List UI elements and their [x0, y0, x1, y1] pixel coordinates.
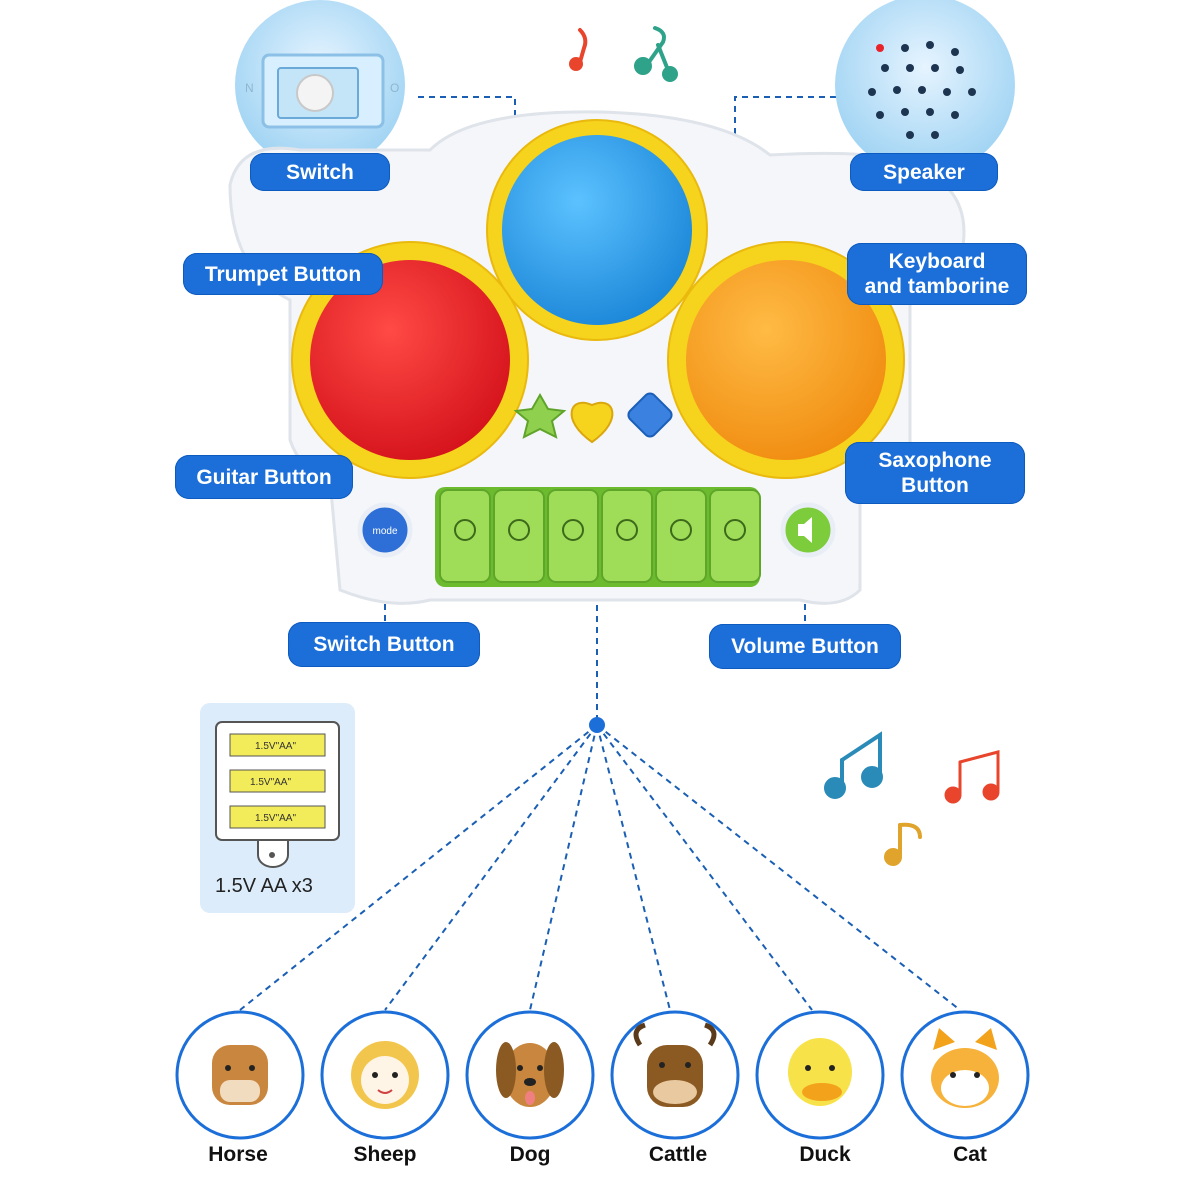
connector-hub-dot — [589, 717, 605, 733]
animal-icons — [175, 1010, 1030, 1140]
animal-label-duck: Duck — [799, 1143, 851, 1166]
piano-key-sheep[interactable] — [493, 489, 545, 583]
animal-label-sheep: Sheep — [353, 1143, 417, 1166]
keyboard-drum-button[interactable] — [686, 260, 886, 460]
animal-label-cattle: Cattle — [648, 1143, 708, 1166]
mode-button-label: mode — [372, 526, 397, 537]
battery-cell-label: 1.5V"AA" — [255, 813, 296, 824]
piano-key-horse[interactable] — [439, 489, 491, 583]
switch-inset: N O — [235, 0, 405, 170]
mode-button[interactable] — [357, 502, 413, 558]
switch-label: Switch — [250, 153, 390, 191]
piano-key-duck[interactable] — [655, 489, 707, 583]
saxophone-button-label: Saxophone Button — [845, 442, 1025, 504]
trumpet-button-label: Trumpet Button — [183, 253, 383, 295]
trumpet-button[interactable] — [570, 401, 614, 444]
speaker-inset — [835, 0, 1015, 175]
switch-knob — [296, 74, 334, 112]
animal-label-horse: Horse — [208, 1143, 268, 1166]
keyboard-label-line2: and tamborine — [864, 275, 1010, 298]
saxophone-label-line2: Button — [901, 474, 969, 497]
speaker-label: Speaker — [850, 153, 998, 191]
music-note-icon — [569, 26, 1000, 866]
battery-cell-label: 1.5V"AA" — [250, 777, 291, 788]
switch-letter-left: N — [245, 81, 254, 95]
guitar-button[interactable] — [513, 392, 567, 439]
piano-key-cattle[interactable] — [601, 489, 653, 583]
animal-label-cat: Cat — [953, 1143, 987, 1166]
saxophone-button[interactable] — [626, 391, 674, 439]
guitar-drum-button[interactable] — [310, 260, 510, 460]
speaker-grille-icon — [868, 41, 976, 139]
battery-cell-label: 1.5V"AA" — [255, 741, 296, 752]
speaker-volume-icon — [798, 517, 812, 543]
piano-key-dog[interactable] — [547, 489, 599, 583]
trumpet-drum-button[interactable] — [502, 135, 692, 325]
volume-button-label: Volume Button — [709, 624, 901, 669]
toy-device: mode — [228, 110, 966, 605]
keyboard-label-line1: Keyboard — [888, 250, 986, 273]
guitar-button-label: Guitar Button — [175, 455, 353, 499]
battery-caption: 1.5V AA x3 — [215, 875, 313, 897]
switch-button-label: Switch Button — [288, 622, 480, 667]
battery-cells: 1.5V"AA" 1.5V"AA" 1.5V"AA" — [229, 733, 326, 829]
animal-label-dog: Dog — [509, 1143, 551, 1166]
battery-panel: 1.5V"AA" 1.5V"AA" 1.5V"AA" — [200, 703, 355, 913]
keyboard-tamborine-label: Keyboard and tamborine — [847, 243, 1027, 305]
piano-key-cat[interactable] — [709, 489, 761, 583]
saxophone-label-line1: Saxophone — [878, 449, 992, 472]
animal-connector-lines — [239, 724, 961, 1011]
switch-letter-right: O — [390, 81, 399, 95]
piano-keys — [435, 487, 761, 587]
